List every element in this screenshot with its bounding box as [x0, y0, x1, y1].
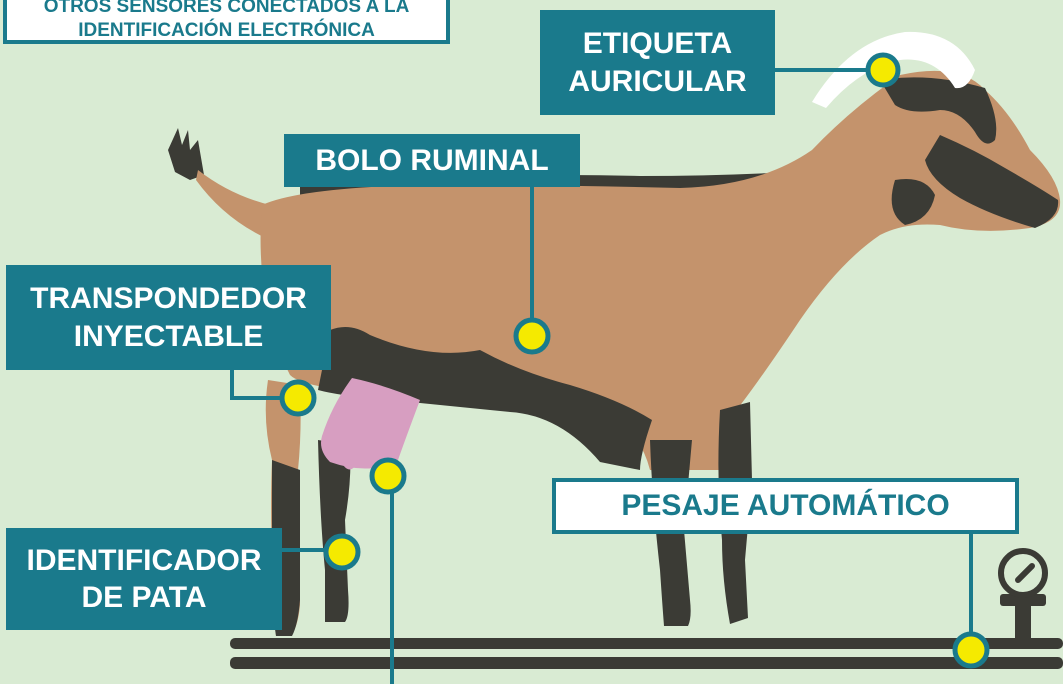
- goat-udder: [321, 378, 420, 469]
- marker-pesaje: [952, 631, 990, 669]
- label-identificador-line1: IDENTIFICADOR: [26, 543, 262, 577]
- scale-platform-top: [230, 638, 1063, 649]
- marker-udder-sensor: [369, 457, 407, 495]
- label-etiqueta-auricular: ETIQUETA AURICULAR: [540, 10, 775, 115]
- goat-horn: [812, 31, 975, 108]
- label-pesaje-text: PESAJE AUTOMÁTICO: [621, 489, 950, 523]
- connector-transpondedor: [230, 370, 282, 400]
- label-transpondedor-line1: TRANSPONDEDOR: [30, 282, 307, 315]
- goat-back-leg-right: [318, 440, 351, 622]
- goat-tail: [168, 128, 204, 180]
- goat-head-patch: [880, 77, 997, 144]
- marker-etiqueta-auricular: [865, 52, 901, 88]
- label-transpondedor-line2: INYECTABLE: [73, 319, 264, 353]
- label-transpondedor-inyectable: TRANSPONDEDOR INYECTABLE: [6, 265, 331, 370]
- label-otros-sensores-line2: IDENTIFICACIÓN ELECTRÓNICA: [78, 20, 375, 41]
- label-bolo-ruminal-text: BOLO RUMINAL: [315, 143, 549, 177]
- goat-neck-patch: [891, 179, 935, 225]
- goat-teat: [338, 455, 358, 470]
- label-otros-sensores: OTROS SENSORES CONECTADOS A LA IDENTIFIC…: [3, 0, 450, 44]
- label-identificador-pata: IDENTIFICADOR DE PATA: [6, 528, 282, 630]
- scale-gauge-needle: [1015, 563, 1035, 583]
- marker-identificador-pata: [323, 533, 361, 571]
- connector-lines: [230, 68, 973, 684]
- label-otros-sensores-line1: OTROS SENSORES CONECTADOS A LA: [43, 0, 410, 18]
- marker-bolo-ruminal: [513, 317, 551, 355]
- scale-platform-bottom: [230, 657, 1063, 669]
- label-etiqueta-line2: AURICULAR: [568, 64, 747, 98]
- marker-transpondedor: [279, 379, 317, 417]
- goat-face-stripe: [925, 135, 1059, 228]
- label-etiqueta-line1: ETIQUETA: [582, 27, 733, 60]
- sensor-markers: [279, 52, 990, 669]
- label-bolo-ruminal: BOLO RUMINAL: [284, 134, 580, 187]
- goat-belly: [318, 326, 652, 470]
- label-identificador-line2: DE PATA: [81, 581, 207, 614]
- goat-tail-base: [196, 170, 270, 240]
- scale-gauge-post: [1015, 595, 1031, 640]
- scale-gauge-bar: [1000, 594, 1046, 606]
- label-pesaje-automatico: PESAJE AUTOMÁTICO: [552, 478, 1019, 534]
